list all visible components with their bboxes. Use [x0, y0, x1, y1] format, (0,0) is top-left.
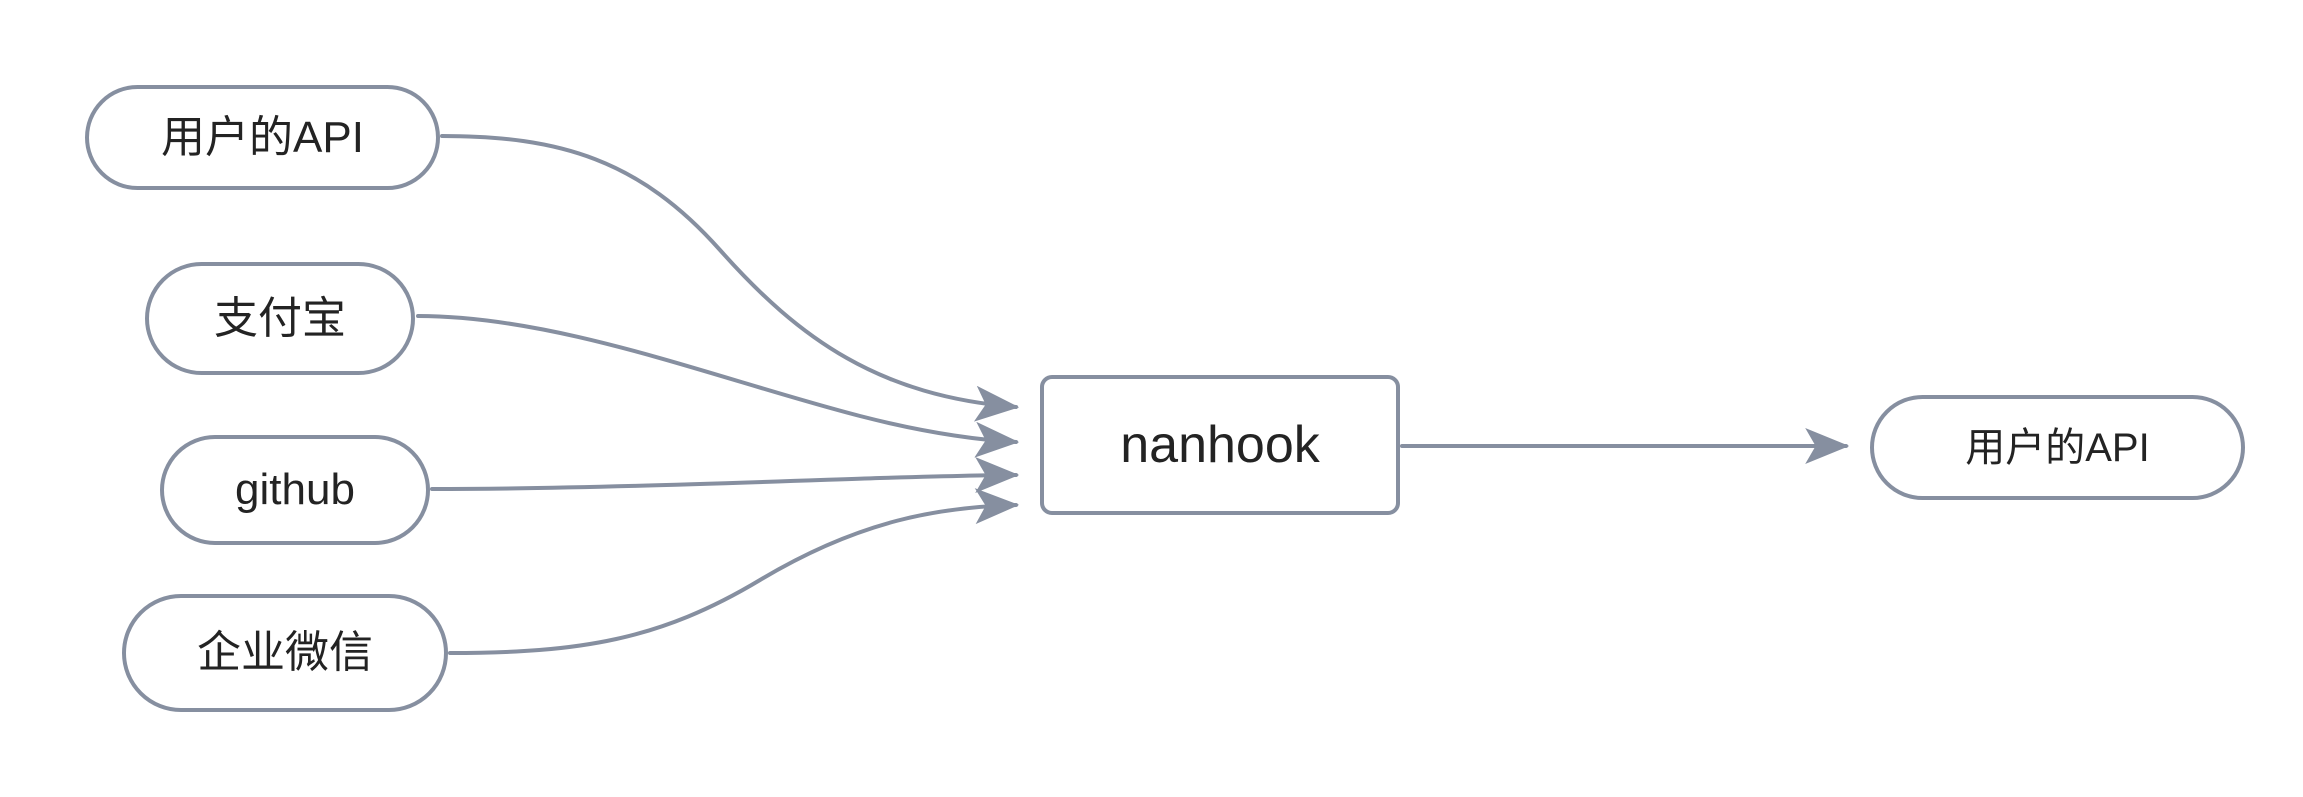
node-source-api[interactable]: 用户的API [85, 85, 440, 190]
edge-source-alipay-to-nanhook [416, 314, 1020, 458]
edge-source-github-to-nanhook [430, 457, 1020, 494]
edge-source-wecom-to-nanhook [448, 488, 1020, 655]
edge-source-api-to-nanhook [440, 134, 1020, 422]
node-target-api[interactable]: 用户的API [1870, 395, 2245, 500]
node-source-alipay[interactable]: 支付宝 [145, 262, 415, 375]
node-source-alipay-label: 支付宝 [214, 293, 346, 343]
node-source-github[interactable]: github [160, 435, 430, 545]
node-source-github-label: github [235, 465, 355, 514]
node-target-api-label: 用户的API [1965, 425, 2150, 470]
node-source-wecom-label: 企业微信 [197, 628, 373, 677]
node-source-wecom[interactable]: 企业微信 [122, 594, 448, 712]
node-nanhook[interactable]: nanhook [1040, 375, 1400, 515]
node-nanhook-label: nanhook [1120, 416, 1320, 474]
node-source-api-label: 用户的API [161, 112, 364, 162]
